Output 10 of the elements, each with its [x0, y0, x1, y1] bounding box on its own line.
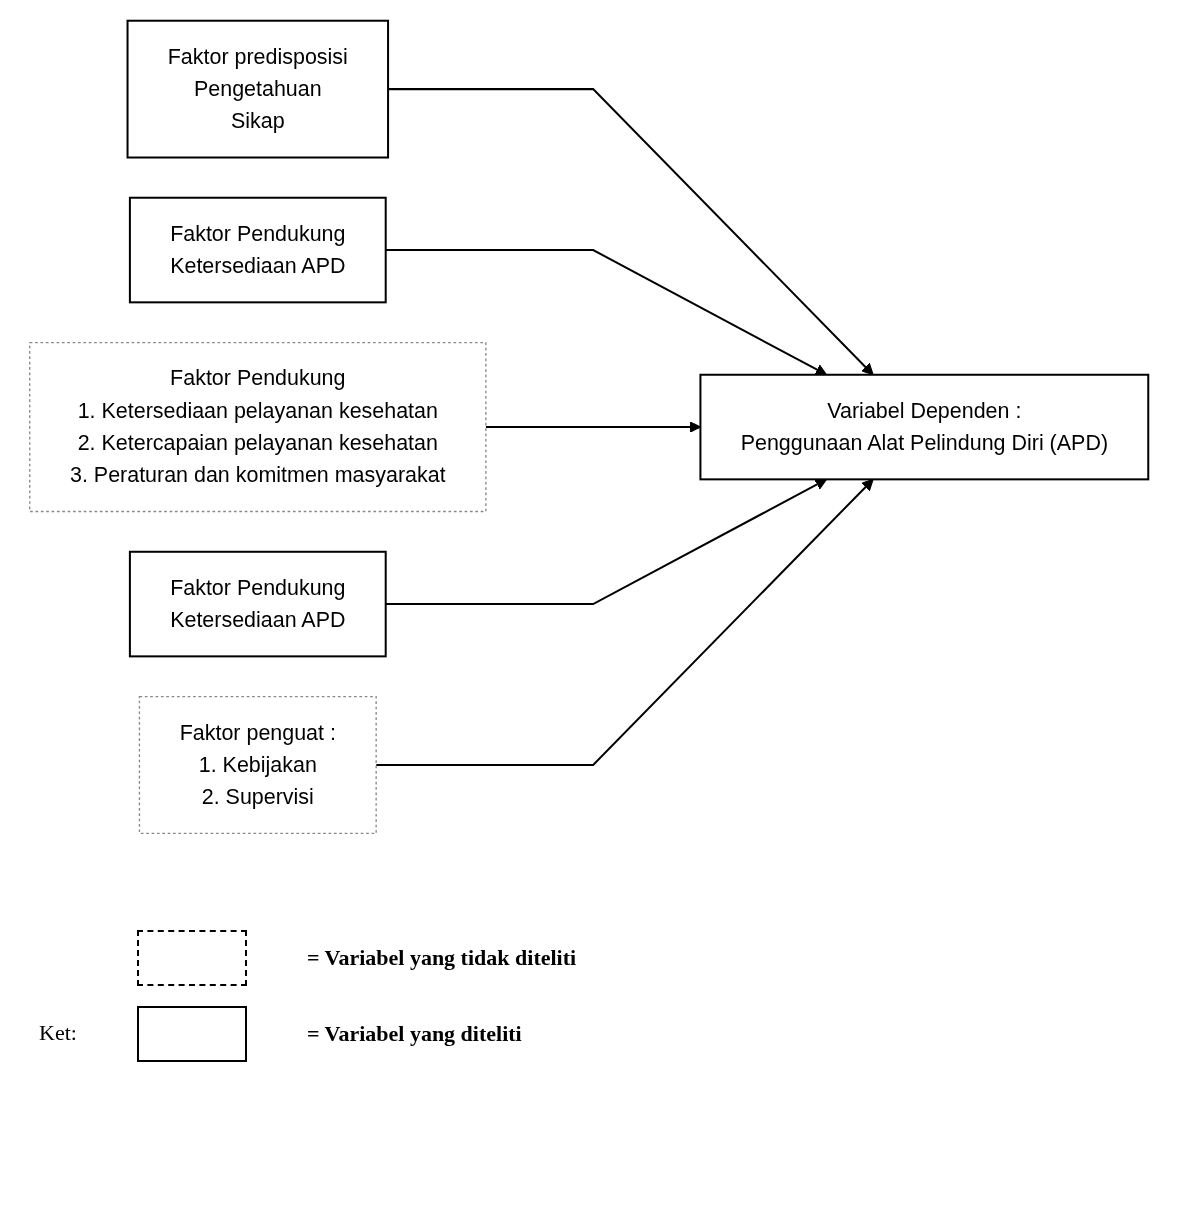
node-box: Faktor predisposisi Pengetahuan Sikap	[126, 19, 390, 159]
arrow	[485, 421, 701, 433]
node-box: Faktor Pendukung Ketersediaan APD	[128, 550, 387, 658]
node-box: Faktor Pendukung Ketersediaan APD	[128, 196, 387, 304]
note-text: Ket:	[39, 1020, 77, 1046]
node-box: Faktor penguat : 1. Kebijakan 2. Supervisi	[138, 695, 377, 835]
node-box: Variabel Dependen : Penggunaan Alat Pelindung Diri (APD)	[699, 373, 1150, 481]
legend-text: = Variabel yang tidak diteliti	[306, 945, 577, 971]
node-box: Faktor Pendukung 1. Ketersediaan pelayanan kesehatan 2. Ketercapaian pelayanan kesehatan 3. Peraturan dan komitmen masyarakat	[29, 341, 487, 513]
legend-text: = Variabel yang diteliti	[306, 1021, 522, 1047]
